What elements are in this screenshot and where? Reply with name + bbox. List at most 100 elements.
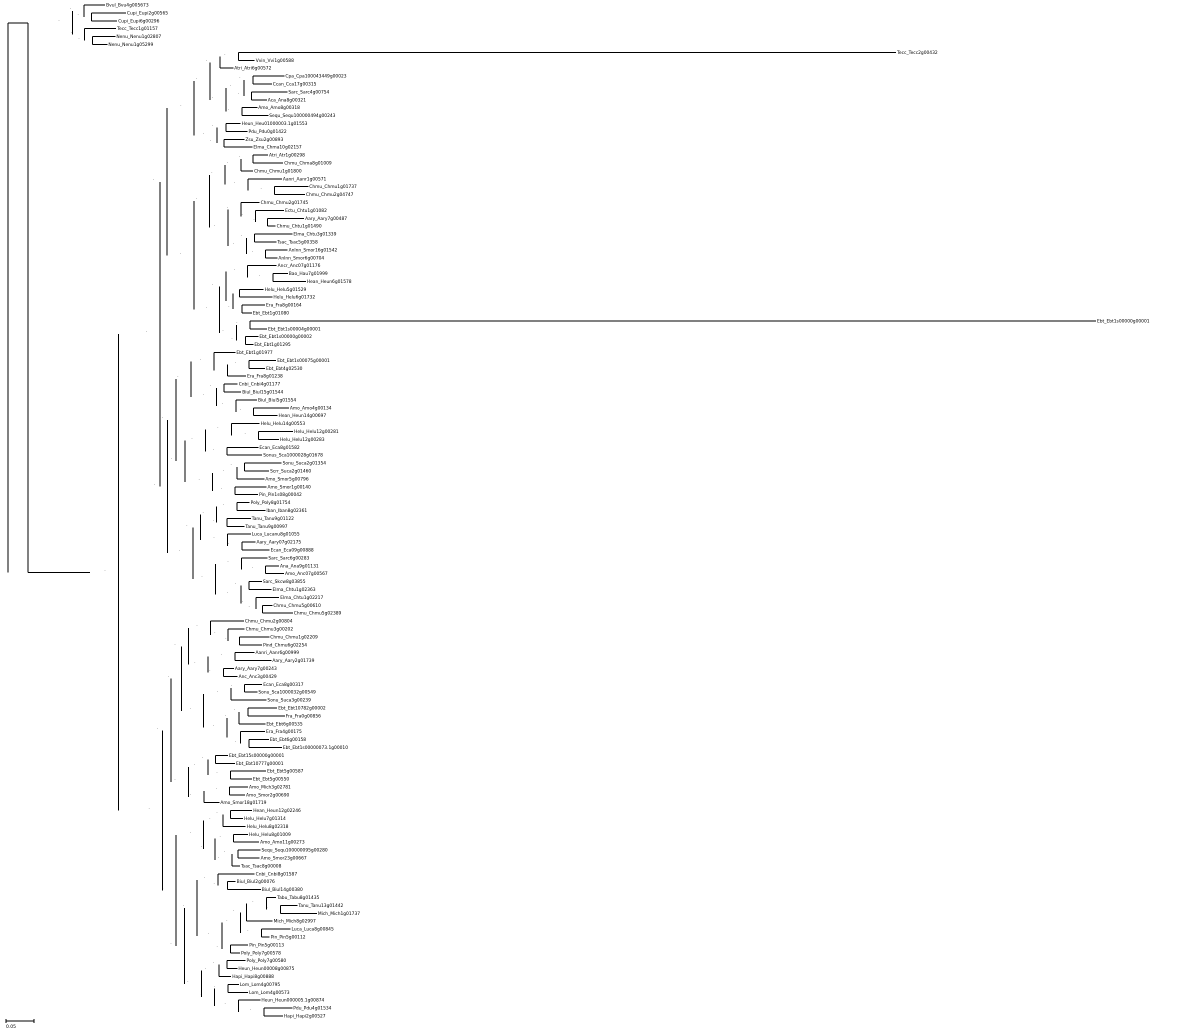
leaf-label: Sonu_Suca3g00239 [267, 698, 311, 704]
support-value: · [225, 1001, 226, 1006]
support-value: · [225, 288, 226, 293]
leaf-label: Chmu_Chmu2g00804 [245, 619, 293, 625]
support-value: · [212, 95, 213, 100]
leaf-label: Sonu_Suca2g01354 [283, 461, 327, 467]
support-value: · [213, 960, 214, 965]
leaf-label: Helu_Helu8g02318 [247, 824, 289, 830]
support-value: · [216, 770, 217, 775]
leaf-label: Mich_Mich1g01737 [318, 911, 360, 917]
leaf-label: Ebt_Ebt15s00000g00001 [229, 753, 285, 759]
leaf-label: Ebt_Ebt4g02530 [266, 366, 303, 372]
support-value: · [234, 707, 235, 712]
leaf-label: Ebt_Ebt10782g00002 [278, 705, 326, 711]
support-value: · [187, 979, 188, 984]
leaf-label: Lom_Lom4g00795 [240, 982, 281, 988]
support-value: · [78, 36, 79, 41]
leaf-label: Hapi_Hapi2g00527 [284, 1014, 326, 1020]
support-value: · [227, 160, 228, 165]
support-value: · [209, 667, 210, 672]
leaf-label: Ccan_Cca17g00315 [273, 81, 317, 87]
leaf-label: Chmu_Chmu2g04747 [306, 192, 354, 198]
support-value: · [191, 435, 192, 440]
support-value: · [177, 374, 178, 379]
support-value: · [238, 91, 239, 96]
support-value: · [218, 855, 219, 860]
leaf-label: Poly_Poly7g00578 [241, 950, 281, 956]
support-value: · [235, 359, 236, 364]
support-value: · [196, 76, 197, 81]
leaf-label: Tecc_Tecc2g00432 [896, 50, 938, 56]
support-value: · [227, 204, 228, 209]
support-value: · [210, 138, 211, 143]
support-value: · [168, 674, 169, 679]
leaf-label: Heun_Heu01000003.1g01553 [242, 121, 308, 127]
leaf-label: Tecc_Tecc1g01157 [116, 26, 158, 32]
leaf-label: Biul_Biul2g00076 [237, 879, 275, 885]
leaf-label: Anlnn_Smor6g00704 [278, 255, 324, 261]
leaf-label: Ebt_Ebt1g01080 [253, 311, 290, 317]
support-value: · [201, 574, 202, 579]
leaf-label: Pind_Chmu6g02254 [263, 642, 307, 648]
leaf-label: Biul_Biul14g00380 [262, 887, 303, 893]
leaf-label: Elma_Chtu1g02217 [280, 595, 323, 601]
support-value: · [239, 75, 240, 80]
leaf-label: Cnbi_Cnbi4g01177 [239, 382, 281, 388]
support-value: · [154, 482, 155, 487]
leaf-label: Aary_Aary2g01739 [272, 658, 314, 664]
leaf-label: Lom_Lom4g00573 [249, 990, 290, 996]
leaf-label: Pdu_Pdu0g01422 [248, 129, 286, 135]
leaf-label: Anc_Anc3g00429 [239, 674, 277, 680]
support-value: · [162, 885, 163, 890]
support-value: · [190, 792, 191, 797]
support-value: · [212, 122, 213, 127]
support-value: · [205, 966, 206, 971]
support-value: · [180, 103, 181, 108]
support-value: · [245, 430, 246, 435]
leaf-label: Ebt_Ebt5g00550 [253, 777, 290, 783]
leaf-label: Chmu_Chmu2g01745 [261, 200, 309, 206]
support-value: · [253, 217, 254, 222]
support-value: · [201, 844, 202, 849]
scale-bar: 0.05 [5, 1019, 35, 1030]
support-value: · [235, 739, 236, 744]
support-value: · [224, 51, 225, 56]
leaf-label: Cpa_Cpa100043449g00023 [285, 74, 346, 80]
support-value: · [235, 581, 236, 586]
support-value: · [58, 18, 59, 23]
leaf-label: Ecan_Eca8g00317 [263, 682, 303, 688]
leaf-label: Ana_Ana9g01131 [280, 563, 319, 569]
support-value: · [222, 401, 223, 406]
support-value: · [179, 548, 180, 553]
support-value: · [227, 559, 228, 564]
support-value: · [221, 486, 222, 491]
support-value: · [148, 805, 149, 810]
support-value: · [153, 177, 154, 182]
support-value: · [249, 604, 250, 609]
leaf-label: Sonus_Sca1000028g01678 [263, 453, 323, 459]
leaf-label: Elma_Chma10g02157 [253, 145, 302, 151]
leaf-label: Aca_Ana8g00321 [268, 97, 306, 103]
leaf-label: Ebt_Ebt6g00158 [270, 737, 307, 743]
support-value: · [234, 180, 235, 185]
leaf-label: Luca_Lucanu8g01055 [252, 532, 300, 538]
support-value: · [180, 250, 181, 255]
leaf-label: Helu_Helu14g00553 [261, 421, 306, 427]
leaf-label: Cnbi_Cnbi8g01587 [256, 871, 298, 877]
leaf-label: Tsac_Tsac5g00358 [276, 239, 318, 245]
leaf-label: Bvul_Bvu4g005673 [106, 3, 149, 9]
support-value: · [209, 816, 210, 821]
support-value: · [217, 689, 218, 694]
support-value: · [227, 589, 228, 594]
leaf-label: Aary_Aary07g02175 [256, 540, 301, 546]
support-value: · [259, 272, 260, 277]
leaf-label: Sequ_Sequ100000095g00280 [261, 848, 327, 854]
support-value: · [194, 660, 195, 665]
leaf-label: Amo_Amo8g00318 [258, 105, 300, 111]
leaf-label: Ectu_Chtu1g01082 [285, 208, 327, 214]
support-value: · [260, 186, 261, 191]
support-value: · [183, 903, 184, 908]
leaf-label: Poly_Poly8g01754 [251, 500, 291, 506]
leaf-label: Ebt_Ebt1g01295 [254, 342, 291, 348]
leaf-label: Elma_Chtu3g01339 [293, 232, 336, 238]
support-value: · [214, 223, 215, 228]
